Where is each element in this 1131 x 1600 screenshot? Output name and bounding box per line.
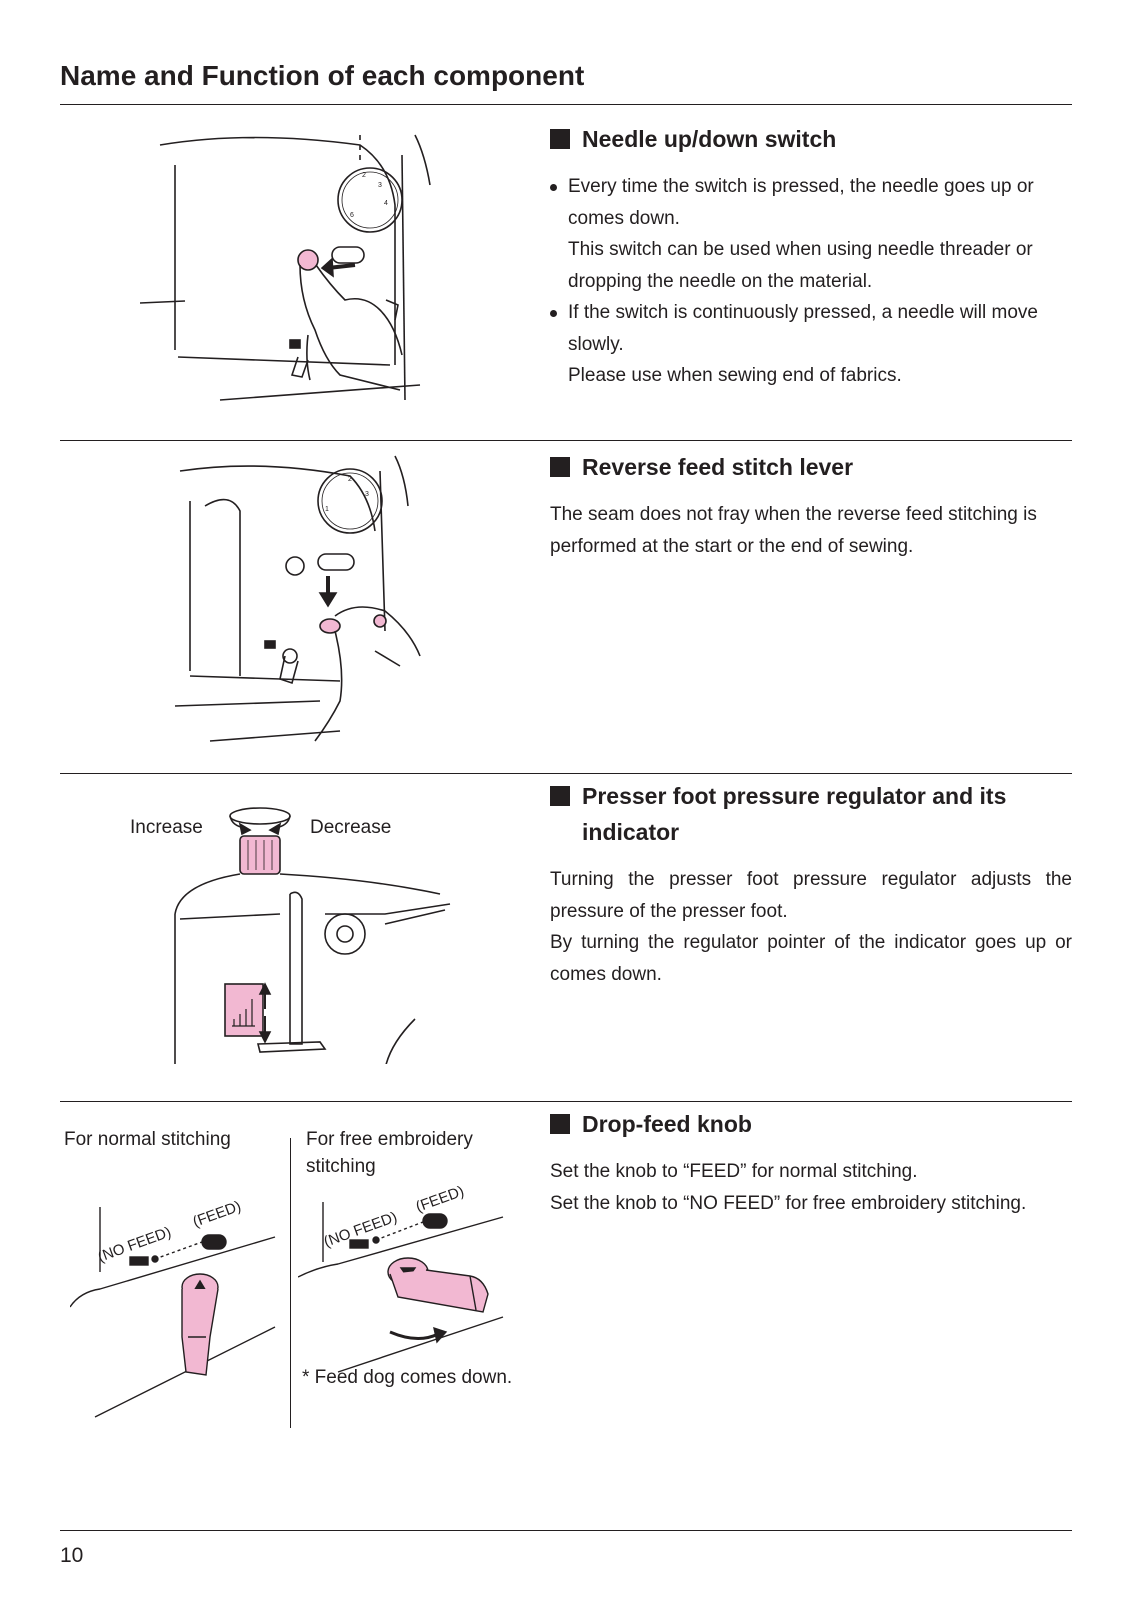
svg-text:1: 1 — [325, 506, 329, 513]
paragraph: Please use when sewing end of fabrics. — [568, 365, 902, 386]
heading-square-icon — [550, 129, 570, 149]
reverse-lever-illustration: 2 3 1 — [170, 451, 440, 751]
page-title: Name and Function of each component — [60, 60, 585, 91]
svg-text:3: 3 — [378, 182, 382, 189]
presser-regulator-description: Turning the presser foot pressure regula… — [550, 864, 1072, 990]
paragraph: By turning the regulator pointer of the … — [550, 932, 1072, 985]
feed-label: (FEED) — [414, 1183, 467, 1216]
heading-square-icon — [550, 457, 570, 477]
normal-stitching-illustration: (NO FEED) (FEED) — [70, 1197, 285, 1427]
section-drop-feed: For normal stitching For free embroidery… — [0, 1102, 1131, 1432]
list-item: Every time the switch is pressed, the ne… — [550, 171, 1072, 297]
normal-stitching-caption: For normal stitching — [64, 1129, 231, 1150]
section-divider — [60, 440, 1072, 441]
drop-feed-description: Set the knob to “FEED” for normal stitch… — [550, 1156, 1072, 1219]
reverse-lever-heading: Reverse feed stitch lever — [550, 449, 1072, 485]
svg-text:4: 4 — [384, 200, 388, 207]
page-number: 10 — [60, 1544, 84, 1567]
reverse-lever-description: The seam does not fray when the reverse … — [550, 504, 1037, 557]
feed-label: (FEED) — [191, 1198, 244, 1231]
drop-feed-heading: Drop-feed knob — [550, 1106, 1072, 1142]
svg-text:2: 2 — [348, 476, 352, 483]
decrease-label: Decrease — [310, 817, 392, 838]
bullet-icon — [550, 310, 557, 317]
needle-switch-illustration: 2 3 4 6 — [140, 125, 440, 410]
increase-label: Increase — [130, 817, 203, 838]
paragraph: This switch can be used when using needl… — [568, 239, 1033, 292]
bullet-icon — [550, 184, 557, 191]
heading-square-icon — [550, 1114, 570, 1134]
list-item: If the switch is continuously pressed, a… — [550, 297, 1072, 392]
presser-regulator-illustration — [170, 804, 460, 1064]
paragraph: Set the knob to “FEED” for normal stitch… — [550, 1161, 918, 1182]
section-presser-regulator: Increase Decrease — [0, 774, 1131, 1099]
feed-dog-footnote: * Feed dog comes down. — [302, 1367, 513, 1388]
svg-text:3: 3 — [365, 491, 369, 498]
figure-divider — [290, 1138, 291, 1428]
title-rule — [60, 104, 1072, 105]
paragraph: Turning the presser foot pressure regula… — [550, 869, 1072, 922]
section-divider — [60, 1101, 1072, 1102]
paragraph: Set the knob to “NO FEED” for free embro… — [550, 1192, 1027, 1214]
svg-text:6: 6 — [350, 212, 354, 219]
section-divider — [60, 773, 1072, 774]
section-reverse-lever: 2 3 1 Reverse feed — [0, 441, 1131, 771]
free-embroidery-illustration: (NO FEED) (FEED) — [298, 1182, 513, 1382]
free-embroidery-caption: For free embroidery stitching — [306, 1129, 473, 1177]
footer-rule — [60, 1530, 1072, 1531]
section-needle-switch: 2 3 4 6 Needle up/down swit — [0, 105, 1131, 430]
needle-switch-heading: Needle up/down switch — [550, 121, 1072, 157]
needle-switch-bullets: Every time the switch is pressed, the ne… — [550, 171, 1072, 392]
heading-square-icon — [550, 786, 570, 806]
paragraph: Every time the switch is pressed, the ne… — [568, 176, 1034, 229]
svg-text:2: 2 — [362, 172, 366, 179]
presser-regulator-heading: Presser foot pressure regulator and its … — [550, 778, 1072, 850]
paragraph: If the switch is continuously pressed, a… — [568, 302, 1038, 355]
